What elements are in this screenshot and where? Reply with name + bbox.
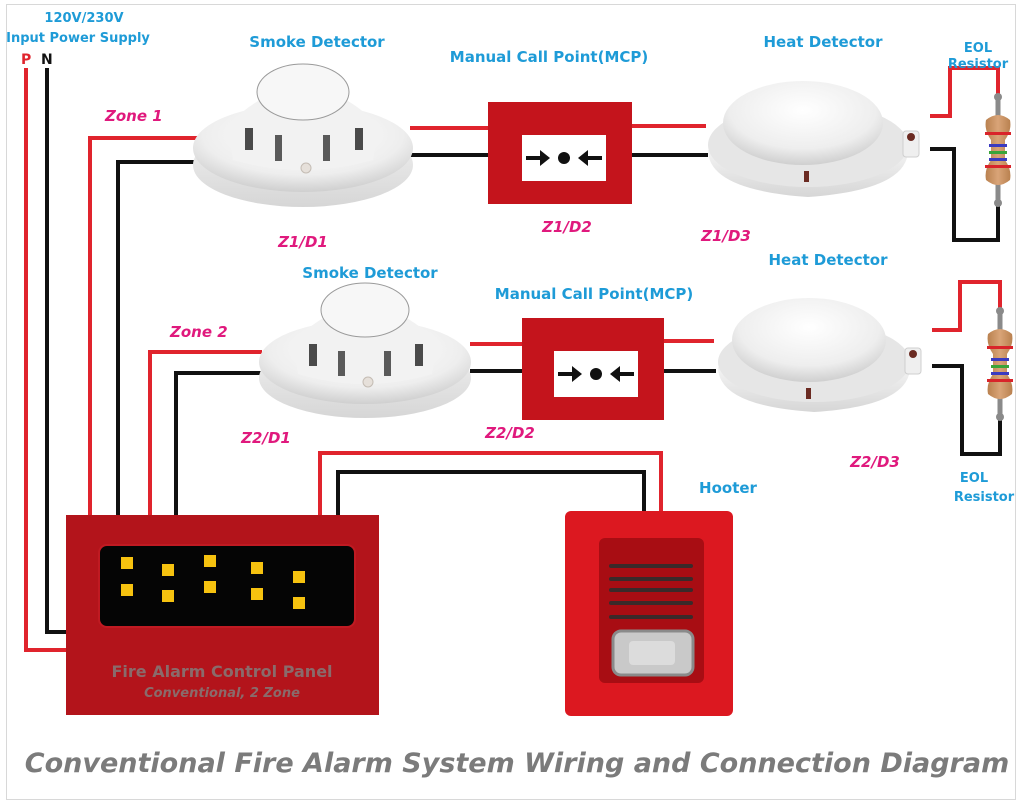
indicator-led: [204, 581, 216, 593]
indicator-led: [121, 557, 133, 569]
vent-slot: [245, 128, 253, 150]
zone1-neutral-to-eol: [930, 147, 1000, 242]
hooter-wires: [318, 451, 663, 516]
eol-z1-label-line2: Resistor: [948, 57, 1009, 72]
strobe-light-icon: [629, 641, 675, 665]
zone2-live-to-d1: [148, 350, 262, 516]
indicator-led: [162, 564, 174, 576]
zone2-neutral-to-eol: [932, 364, 1002, 456]
detector-top-cap: [256, 63, 350, 121]
indicator-led: [293, 571, 305, 583]
smoke-detector-z1[interactable]: [193, 63, 413, 207]
eol-z2-label-line1: EOL: [960, 471, 988, 486]
indicator-led: [204, 555, 216, 567]
neutral-label: N: [41, 52, 53, 68]
terminal-clip: [902, 130, 920, 158]
heat-detector-z2[interactable]: [718, 298, 922, 412]
push-arrows-icon: [558, 366, 634, 382]
indicator-led: [121, 584, 133, 596]
hooter-live-wire: [318, 451, 663, 516]
resistor-end: [996, 307, 1004, 315]
zone2-live-to-eol: [932, 280, 1002, 332]
mcp-z1[interactable]: [488, 102, 632, 204]
eol-resistor-z1: [985, 93, 1011, 207]
eol-z1-label-line1: EOL: [964, 41, 992, 56]
phase-wire: [24, 68, 66, 652]
hooter-label: Hooter: [699, 479, 758, 497]
resistor-end: [996, 413, 1004, 421]
zone1-label: Zone 1: [104, 107, 163, 125]
vent-slot: [275, 135, 282, 161]
heat-detector-z1[interactable]: [708, 81, 920, 197]
zone2-neutral-to-d1: [174, 371, 262, 516]
device-id-z2-d1: Z2/D1: [240, 429, 291, 447]
zone1-wires: [88, 66, 1000, 516]
resistor-body: [985, 115, 1011, 185]
mcp-z2-label: Manual Call Point(MCP): [495, 285, 693, 303]
vent-slot: [323, 135, 330, 161]
indicator-leds: [121, 555, 305, 609]
vent-slot: [309, 344, 317, 366]
hooter[interactable]: [565, 511, 733, 716]
smoke-detector-z1-label: Smoke Detector: [249, 33, 385, 51]
vent-slot: [384, 351, 391, 376]
smoke-detector-z2-label: Smoke Detector: [302, 264, 438, 282]
led-indicator-icon: [362, 376, 374, 388]
power-wires: [24, 68, 66, 652]
status-window: [806, 388, 811, 399]
vent-slot: [338, 351, 345, 376]
indicator-led: [251, 562, 263, 574]
eol-z2-label-line2: Resistor: [954, 490, 1015, 505]
hooter-neutral-wire: [336, 470, 646, 516]
device-id-z2-d3: Z2/D3: [849, 453, 900, 471]
speaker-grille-icon: [609, 564, 693, 619]
mcp-z1-label: Manual Call Point(MCP): [450, 48, 648, 66]
smoke-detector-z2[interactable]: [259, 282, 471, 418]
status-window: [804, 171, 809, 182]
resistor-end: [994, 199, 1002, 207]
panel-subtitle: Conventional, 2 Zone: [144, 686, 300, 701]
detector-dome: [723, 81, 883, 165]
phase-label: P: [21, 52, 31, 68]
fire-alarm-control-panel[interactable]: Fire Alarm Control Panel Conventional, 2…: [66, 515, 379, 715]
heat-detector-z1-label: Heat Detector: [764, 33, 884, 51]
vent-slot: [415, 344, 423, 366]
diagram-frame: [6, 4, 1016, 800]
eol-resistor-z2: [987, 307, 1013, 421]
device-id-z1-d1: Z1/D1: [277, 233, 328, 251]
push-arrows-icon: [526, 150, 602, 166]
indicator-led: [162, 590, 174, 602]
led-indicator-icon: [300, 162, 312, 174]
power-voltage-label: 120V/230V: [44, 11, 123, 26]
indicator-led: [293, 597, 305, 609]
led-indicator-icon: [907, 133, 915, 141]
device-id-z2-d2: Z2/D2: [484, 424, 535, 442]
diagram-caption: Conventional Fire Alarm System Wiring an…: [25, 748, 1009, 779]
led-indicator-icon: [909, 350, 917, 358]
mcp-z2[interactable]: [522, 318, 664, 420]
device-id-z1-d3: Z1/D3: [700, 227, 751, 245]
vent-slot: [355, 128, 363, 150]
resistor-body: [987, 329, 1013, 399]
panel-display: [98, 544, 356, 628]
detector-top-cap: [320, 282, 410, 338]
zone1-live-to-eol: [930, 66, 1000, 118]
zone1-neutral-to-d1: [116, 160, 202, 516]
heat-detector-z2-label: Heat Detector: [769, 251, 889, 269]
zone1-live-to-d1: [88, 136, 200, 516]
detector-dome: [732, 298, 886, 382]
panel-title: Fire Alarm Control Panel: [111, 662, 332, 681]
zone2-label: Zone 2: [169, 323, 228, 341]
neutral-wire: [45, 68, 66, 634]
resistor-end: [994, 93, 1002, 101]
terminal-clip: [904, 347, 922, 375]
zone2-wires: [148, 280, 1002, 516]
power-supply-label: Input Power Supply: [6, 31, 150, 46]
device-id-z1-d2: Z1/D2: [541, 218, 592, 236]
indicator-led: [251, 588, 263, 600]
